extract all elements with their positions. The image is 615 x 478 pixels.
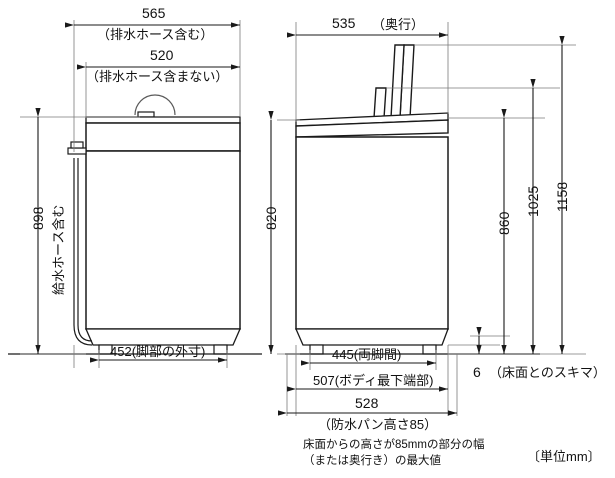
unit-note: 〔単位mm〕	[527, 449, 601, 464]
dim-820-value: 820	[263, 206, 279, 230]
dim-1158-value: 1158	[554, 181, 570, 212]
dim-528-value: 528	[355, 395, 379, 411]
dim-565-value: 565	[142, 5, 166, 21]
dim-528-note: （防水パン高さ85）	[318, 417, 438, 432]
dim-520-note: （排水ホース含まない）	[86, 69, 229, 84]
pan-note-line-1: 床面からの高さが85mmの部分の幅	[303, 439, 485, 451]
dim-898-value: 898	[30, 206, 46, 230]
dim-565-note: （排水ホース含む）	[97, 27, 214, 42]
dim-6-note: （床面とのスキマ）	[489, 365, 606, 380]
dim-535-value: 535	[332, 15, 356, 31]
pan-note-line-2: （または奥行き）の最大値	[303, 455, 441, 467]
dim-1025-value: 1025	[525, 185, 541, 217]
dim-452-label: 452(脚部の外寸)	[110, 344, 206, 359]
front-view-machine	[8, 94, 262, 355]
dim-6-value: 6	[473, 364, 481, 380]
dim-898-note: 給水ホース含む	[51, 204, 66, 295]
dim-520-value: 520	[150, 47, 174, 63]
dim-507-label: 507(ボディ最下端部)	[313, 373, 434, 388]
side-view-extension-lines	[277, 22, 586, 416]
dim-535-note: （奥行）	[372, 17, 425, 32]
dim-445-label: 445(両脚間)	[332, 347, 402, 362]
side-view-machine	[285, 44, 540, 355]
dim-860-value: 860	[496, 211, 512, 235]
